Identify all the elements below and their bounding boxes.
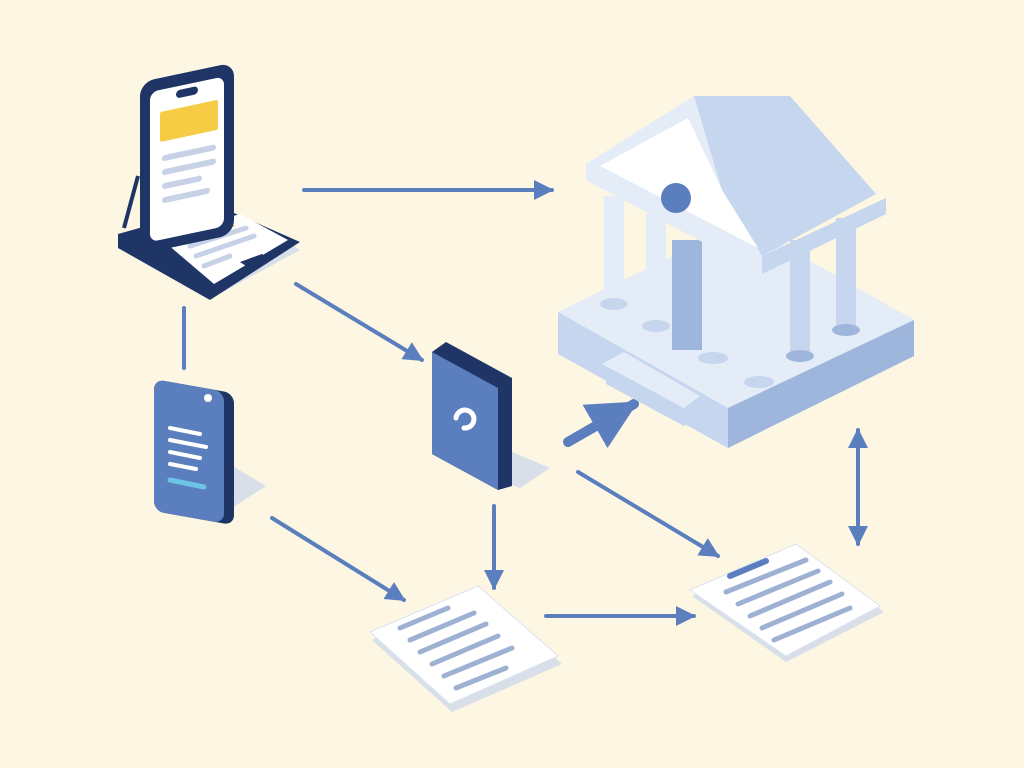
connectors: [182, 180, 868, 626]
edge-card-to-doc-right: [576, 470, 720, 558]
document-icon-right: [688, 543, 884, 662]
columns: [600, 196, 860, 388]
card-icon: [432, 342, 550, 490]
document-icon-left: [369, 585, 562, 712]
edge-card-to-bank: [563, 399, 639, 449]
tablet-icon: [154, 380, 266, 524]
edge-tablet-to-doc-left: [270, 516, 406, 602]
edge-phone-to-card: [294, 282, 424, 362]
bank-icon: [558, 96, 914, 448]
foldable-phone-icon: [118, 64, 300, 300]
